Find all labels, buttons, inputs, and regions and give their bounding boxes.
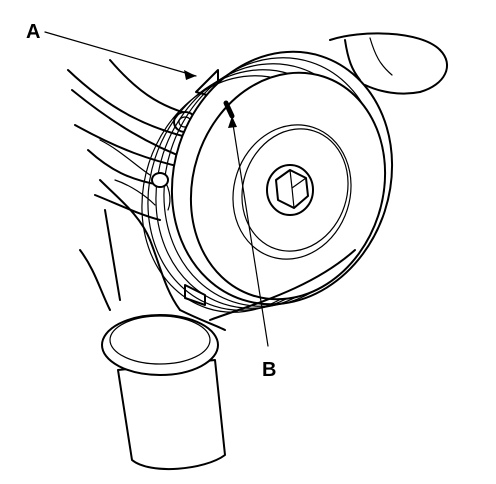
callout-label-b: B [262, 359, 276, 381]
callout-label-a: A [26, 21, 40, 43]
upper-component [329, 32, 449, 95]
pulley-center-bolt [266, 164, 314, 216]
leader-lines [44, 31, 269, 347]
belt-line [209, 249, 356, 321]
pulley-timing-mark [223, 100, 235, 119]
lower-housing [99, 172, 226, 331]
oil-filter [101, 314, 226, 470]
